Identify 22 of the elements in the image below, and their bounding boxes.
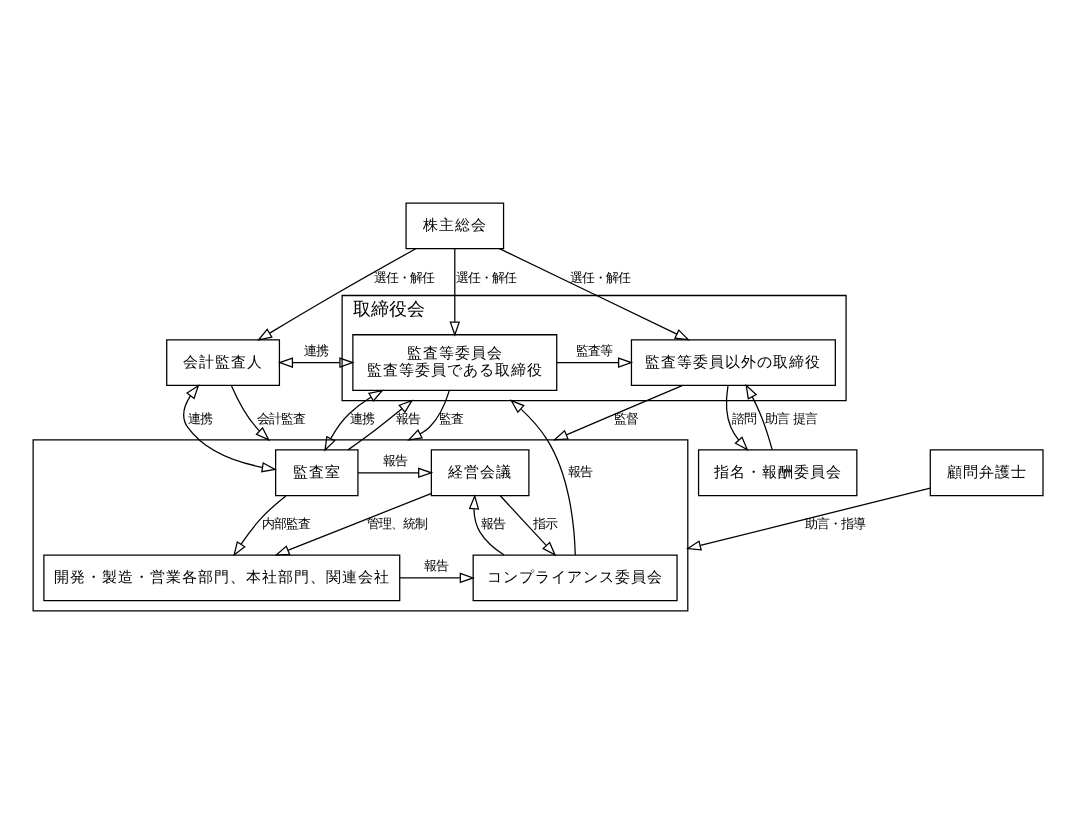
arrow <box>509 398 576 555</box>
arrow <box>498 247 690 340</box>
arrow <box>725 384 749 451</box>
cluster <box>32 438 689 611</box>
arrow <box>183 383 277 472</box>
arrow <box>499 494 557 556</box>
arrow <box>257 247 417 340</box>
arrow <box>449 247 461 336</box>
arrow <box>277 356 355 367</box>
arrow <box>233 494 287 556</box>
arrow <box>552 384 683 440</box>
arrow <box>407 389 450 440</box>
arrow <box>685 486 931 550</box>
arrow <box>468 493 505 555</box>
arrow <box>230 384 271 441</box>
arrow <box>347 398 414 450</box>
arrow <box>399 571 475 583</box>
arrow <box>745 382 773 450</box>
arrow <box>556 356 634 367</box>
arrow <box>324 388 384 451</box>
arrow <box>274 491 432 555</box>
arrow <box>357 466 434 478</box>
